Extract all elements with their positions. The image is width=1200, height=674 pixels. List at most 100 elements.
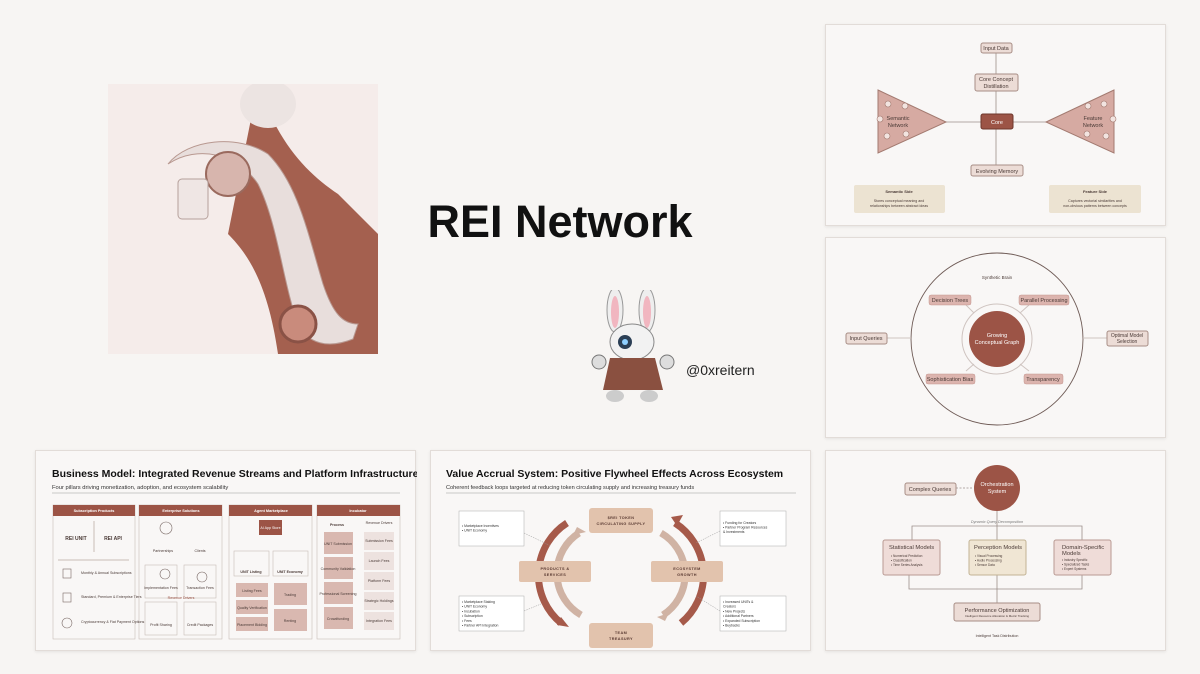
orchestration-node — [974, 465, 1020, 511]
center-label-2: Conceptual Graph — [975, 340, 1020, 346]
incubator-step: UNIT Submission — [324, 542, 352, 546]
perception-item: • Visual Processing — [975, 554, 1003, 558]
performance-title: Performance Optimization — [965, 608, 1030, 614]
clients-label: Clients — [195, 549, 206, 553]
optimal-model-label: Optimal Model — [1111, 333, 1143, 339]
semantic-side-title: Semantic Side — [885, 189, 913, 194]
note-item: • Subscription — [462, 614, 483, 618]
rei-api-label: REI API — [104, 536, 122, 542]
decomposition-label: Dynamic Query Decomposition — [971, 520, 1023, 524]
profit-sharing: Profit Sharing — [150, 623, 172, 627]
marketplace-fee: Placement Bidding — [237, 623, 267, 627]
distill-label-2: Distillation — [983, 84, 1008, 90]
implementation-fees: Implementation Fees — [144, 586, 178, 590]
business-model-slide: Business Model: Integrated Revenue Strea… — [35, 450, 417, 651]
ecosystem-node-label: ECOSYSTEM — [673, 567, 700, 571]
transparency-label: Transparency — [1026, 377, 1060, 383]
marketplace-fee: Trading — [284, 593, 296, 597]
note-item: • New Projects — [723, 609, 745, 613]
feature-side-title: Feature Side — [1083, 189, 1108, 194]
incubator-fee: Strategic Holdings — [364, 599, 393, 603]
domain-item: • Expert Systems — [1062, 567, 1087, 571]
domain-item: • Industry Specific — [1062, 558, 1088, 562]
note-item: • Partner Program Resources — [723, 526, 768, 530]
subscription-item: Cryptocurrency & Fiat Payment Options — [81, 620, 145, 624]
incubator-step: Professional Screening — [320, 592, 357, 596]
incubator-step: Crowdfunding — [327, 617, 349, 621]
robot-arm-illustration — [108, 84, 378, 354]
credit-packages: Credit Packages — [187, 623, 214, 627]
incubator-fee: Integration Fees — [366, 619, 392, 623]
statistical-title: Statistical Models — [889, 545, 934, 551]
orchestration-label-2: System — [988, 489, 1007, 495]
note-item: • Funding for Creators — [723, 521, 757, 525]
products-node-label-2: SERVICES — [544, 573, 566, 577]
incubator-step: Community Validation — [321, 567, 356, 571]
feature-network-triangle — [1044, 89, 1115, 154]
perception-item: • Audio Processing — [975, 559, 1002, 563]
value-subtitle: Coherent feedback loops targeted at redu… — [446, 485, 694, 491]
perception-title: Perception Models — [974, 545, 1022, 551]
enterprise-header: Enterprise Solutions — [162, 509, 199, 513]
marketplace-fee: Listing Fees — [242, 589, 262, 593]
parallel-processing-label: Parallel Processing — [1020, 298, 1067, 304]
complex-queries-label: Complex Queries — [909, 487, 952, 493]
incubator-header: Incubator — [349, 509, 367, 513]
synthetic-brain-label: Synthetic Brain — [982, 275, 1013, 280]
input-data-label: Input Data — [983, 46, 1009, 52]
value-title: Value Accrual System: Positive Flywheel … — [446, 468, 783, 480]
note-item: • Additional Partners — [723, 614, 754, 618]
note-item: & Investments — [723, 530, 745, 534]
conceptual-graph-node — [969, 311, 1025, 367]
value-accrual-slide: Value Accrual System: Positive Flywheel … — [430, 450, 811, 651]
business-subtitle: Four pillars driving monetization, adopt… — [52, 485, 228, 491]
subscription-item: Monthly & Annual Subscriptions — [81, 571, 132, 575]
input-queries-label: Input Queries — [849, 336, 882, 342]
semantic-label: Semantic — [887, 116, 910, 122]
feature-label: Feature — [1084, 116, 1103, 122]
note-item: • Marketplace Staking — [462, 600, 495, 604]
distill-label: Core Concept — [979, 77, 1013, 83]
core-network-diagram: Input Data Core Concept Distillation Sem… — [825, 24, 1166, 226]
performance-subtitle: Intelligent Resource Allocation & Metric… — [965, 614, 1030, 618]
task-distribution-label: Intelligent Task Distribution — [976, 634, 1019, 638]
semantic-label-2: Network — [888, 123, 908, 129]
twitter-handle[interactable]: @0xreitern — [686, 362, 755, 378]
subscription-item: Standard, Premium & Enterprise Tiers — [81, 595, 142, 599]
treasury-node-label-2: TREASURY — [609, 637, 633, 641]
statistical-item: • Time Series Analysis — [891, 563, 923, 567]
statistical-item: • Classification — [891, 559, 912, 563]
note-item: • Fees — [462, 619, 472, 623]
incubator-drivers-label: Revenue Drivers — [366, 521, 393, 525]
transaction-fees: Transaction Fees — [186, 586, 214, 590]
ecosystem-node-label-2: GROWTH — [677, 573, 697, 577]
note-item: • Increased UNITs & — [723, 600, 754, 604]
feature-side-text-2: non-obvious patterns between concepts — [1063, 204, 1127, 208]
unit-economy: UNIT Economy — [277, 570, 303, 574]
synthetic-brain-diagram: Growing Conceptual Graph Synthetic Brain… — [825, 237, 1166, 438]
core-node — [980, 113, 1014, 130]
feature-side-text: Captures vectorial similarities and — [1068, 199, 1122, 203]
note-item: Creators — [723, 605, 736, 609]
note-item: • Buybacks — [723, 624, 740, 628]
rei-unit-label: REI UNIT — [65, 536, 86, 542]
partnerships-label: Partnerships — [153, 549, 173, 553]
revenue-drivers-label: Revenue Drivers — [168, 596, 195, 600]
domain-title-2: Models — [1062, 551, 1081, 557]
orchestration-diagram: Complex Queries Orchestration System Dyn… — [825, 450, 1166, 651]
note-item: • Marketplace Incentives — [462, 524, 499, 528]
process-label: Process — [330, 523, 344, 527]
optimal-model-label-2: Selection — [1117, 339, 1138, 345]
orchestration-label: Orchestration — [980, 482, 1013, 488]
domain-item: • Specialized Tasks — [1062, 563, 1090, 567]
bunny-mascot-image — [585, 287, 680, 405]
note-item: • Expanded Subscription — [723, 619, 760, 623]
subscription-header: Subscription Products — [74, 509, 115, 513]
statistical-item: • Numerical Prediction — [891, 554, 923, 558]
semantic-side-text: Stores conceptual meaning and — [874, 199, 925, 203]
business-title: Business Model: Integrated Revenue Strea… — [52, 468, 417, 480]
unit-listing: UNIT Listing — [240, 570, 261, 574]
token-node-label: $REI TOKEN — [608, 516, 635, 520]
memory-label: Evolving Memory — [976, 169, 1018, 175]
incubator-fee: Submission Fees — [365, 539, 393, 543]
